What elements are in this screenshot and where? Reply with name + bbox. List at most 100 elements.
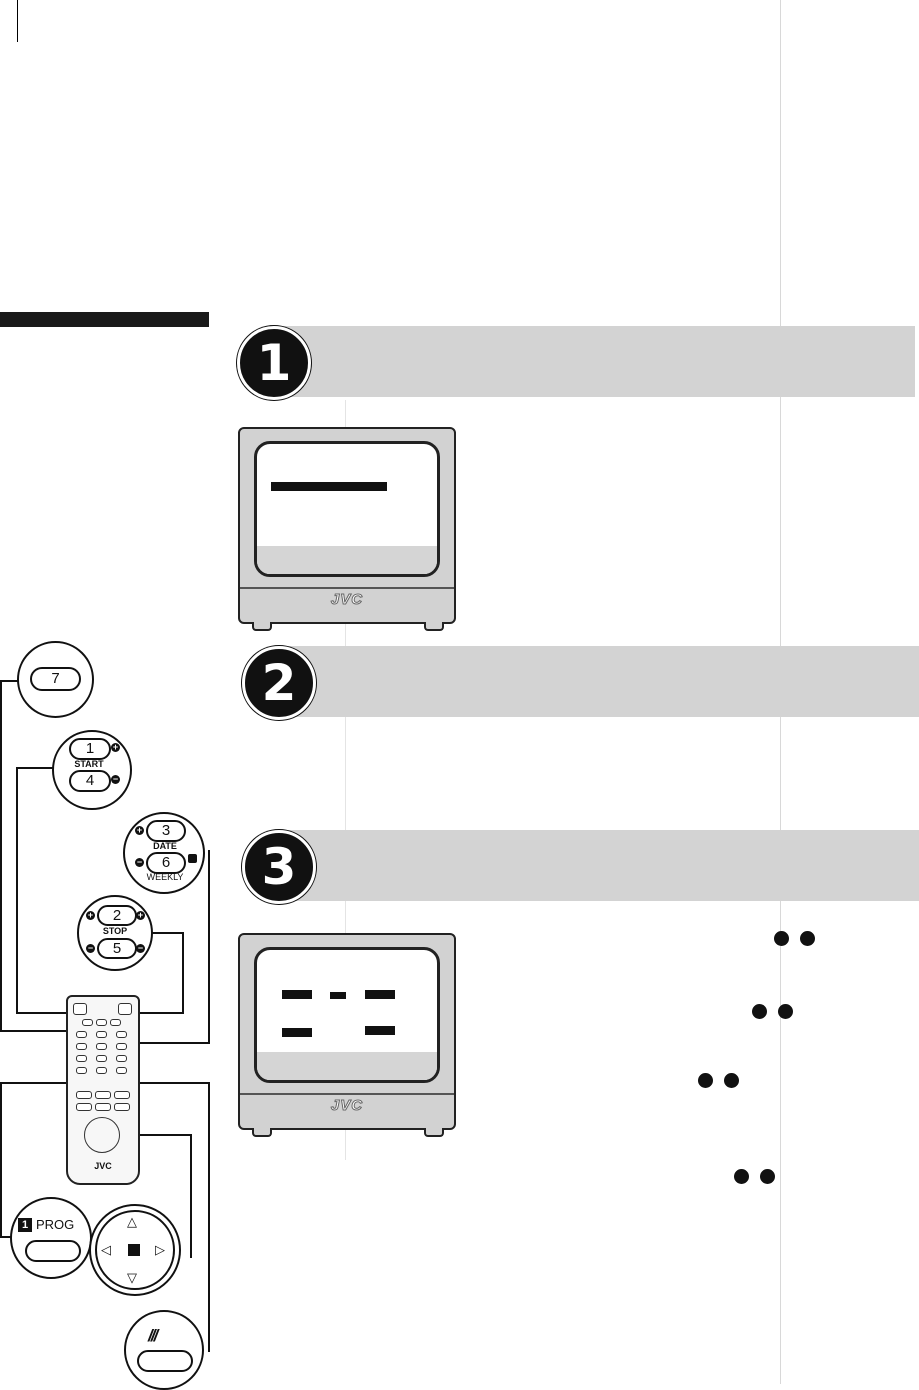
remote-key bbox=[116, 1055, 127, 1062]
section-sidebar-bar bbox=[0, 312, 209, 327]
remote-key bbox=[73, 1003, 87, 1015]
key-4-button[interactable]: 4 bbox=[69, 770, 111, 792]
wire bbox=[148, 932, 184, 934]
slash-marks-icon: /// bbox=[148, 1326, 158, 1345]
bullet-dot bbox=[698, 1073, 713, 1088]
screen-highlight-bar bbox=[271, 482, 387, 491]
tv-logo: JVC bbox=[330, 1097, 364, 1115]
remote-key bbox=[116, 1043, 127, 1050]
screen-field-stop bbox=[365, 990, 395, 999]
prog-button[interactable] bbox=[25, 1240, 81, 1262]
bullet-dot bbox=[752, 1004, 767, 1019]
step-2-number: 2 bbox=[242, 646, 316, 720]
dpad-ring bbox=[95, 1210, 175, 1290]
prog-number-badge: 1 bbox=[18, 1218, 32, 1232]
plus-icon: + bbox=[136, 910, 145, 920]
wire bbox=[0, 680, 2, 1032]
plus-icon: + bbox=[111, 742, 120, 752]
key-6-button[interactable]: 6 bbox=[146, 852, 186, 874]
remote-key bbox=[96, 1031, 107, 1038]
remote-key bbox=[76, 1067, 87, 1074]
left-arrow-icon[interactable]: ◁ bbox=[101, 1242, 111, 1257]
page-edge-line bbox=[17, 0, 18, 42]
tv-divider bbox=[240, 587, 454, 589]
remote-key bbox=[76, 1055, 87, 1062]
remote-key bbox=[95, 1103, 111, 1111]
screen-field-start bbox=[282, 990, 312, 999]
ok-square-icon[interactable] bbox=[128, 1244, 140, 1256]
remote-key bbox=[114, 1103, 130, 1111]
remote-key bbox=[76, 1103, 92, 1111]
minus-icon: − bbox=[136, 943, 145, 953]
tv-foot-right bbox=[424, 622, 444, 631]
remote-key bbox=[96, 1055, 107, 1062]
right-arrow-icon[interactable]: ▷ bbox=[155, 1242, 165, 1257]
screen-info-band bbox=[257, 1052, 437, 1080]
wire bbox=[0, 680, 18, 682]
tv-illustration-1: JVC bbox=[238, 427, 456, 631]
key-1-button[interactable]: 1 bbox=[69, 738, 111, 760]
tv-divider bbox=[240, 1093, 454, 1095]
minus-icon: − bbox=[111, 774, 120, 784]
plus-icon: + bbox=[86, 910, 95, 920]
plus-icon: + bbox=[135, 825, 144, 835]
wire bbox=[0, 1030, 78, 1032]
bullet-dot bbox=[724, 1073, 739, 1088]
remote-key bbox=[116, 1031, 127, 1038]
key-5-button[interactable]: 5 bbox=[97, 938, 137, 959]
key-2-button[interactable]: 2 bbox=[97, 905, 137, 926]
wire bbox=[0, 1236, 14, 1238]
start-label: START bbox=[74, 759, 104, 769]
wire bbox=[134, 1134, 192, 1136]
bullet-dot bbox=[774, 931, 789, 946]
wire bbox=[16, 767, 56, 769]
date-label: DATE bbox=[153, 841, 177, 851]
remote-key bbox=[118, 1003, 132, 1015]
tv-screen bbox=[254, 947, 440, 1083]
callout-key-7: 7 bbox=[17, 641, 94, 718]
wire bbox=[0, 1082, 2, 1238]
callout-slash-key: /// bbox=[124, 1310, 204, 1390]
bullet-dot bbox=[778, 1004, 793, 1019]
callout-dpad: △ ▽ ◁ ▷ bbox=[89, 1204, 181, 1296]
tv-foot-right bbox=[424, 1128, 444, 1137]
step-1-band bbox=[268, 326, 915, 397]
remote-key bbox=[96, 1067, 107, 1074]
weekly-label: WEEKLY bbox=[146, 872, 184, 882]
wire bbox=[208, 1082, 210, 1352]
bullet-dot bbox=[760, 1169, 775, 1184]
screen-field-channel bbox=[365, 1026, 395, 1035]
wire bbox=[182, 932, 184, 1014]
remote-key bbox=[76, 1031, 87, 1038]
callout-prog-key: 1 PROG bbox=[10, 1197, 92, 1279]
key-3-button[interactable]: 3 bbox=[146, 820, 186, 842]
step-1-number: 1 bbox=[237, 326, 311, 400]
bullet-dot bbox=[800, 931, 815, 946]
down-arrow-icon[interactable]: ▽ bbox=[127, 1270, 137, 1285]
remote-dpad bbox=[84, 1117, 120, 1153]
screen-info-band bbox=[257, 546, 437, 574]
center-guide-line bbox=[345, 400, 346, 1160]
minus-icon: − bbox=[135, 857, 144, 867]
tv-illustration-2: JVC bbox=[238, 933, 456, 1137]
tv-logo: JVC bbox=[330, 591, 364, 609]
remote-key bbox=[96, 1019, 107, 1026]
remote-key bbox=[114, 1091, 130, 1099]
tv-screen bbox=[254, 441, 440, 577]
step-2-band bbox=[275, 646, 919, 717]
stop-label: STOP bbox=[102, 926, 128, 936]
remote-key bbox=[76, 1091, 92, 1099]
remote-control: JVC bbox=[66, 995, 140, 1185]
bullet-dot bbox=[734, 1169, 749, 1184]
screen-field-date bbox=[282, 1028, 312, 1037]
remote-key bbox=[116, 1067, 127, 1074]
wire bbox=[16, 767, 18, 1014]
callout-date-keys: + 3 DATE − 6 WEEKLY bbox=[123, 812, 205, 894]
slash-button[interactable] bbox=[137, 1350, 193, 1372]
remote-key bbox=[96, 1043, 107, 1050]
remote-logo: JVC bbox=[94, 1161, 112, 1171]
up-arrow-icon[interactable]: △ bbox=[127, 1214, 137, 1229]
wire bbox=[132, 1042, 210, 1044]
remote-key bbox=[110, 1019, 121, 1026]
key-7-button[interactable]: 7 bbox=[30, 667, 81, 691]
